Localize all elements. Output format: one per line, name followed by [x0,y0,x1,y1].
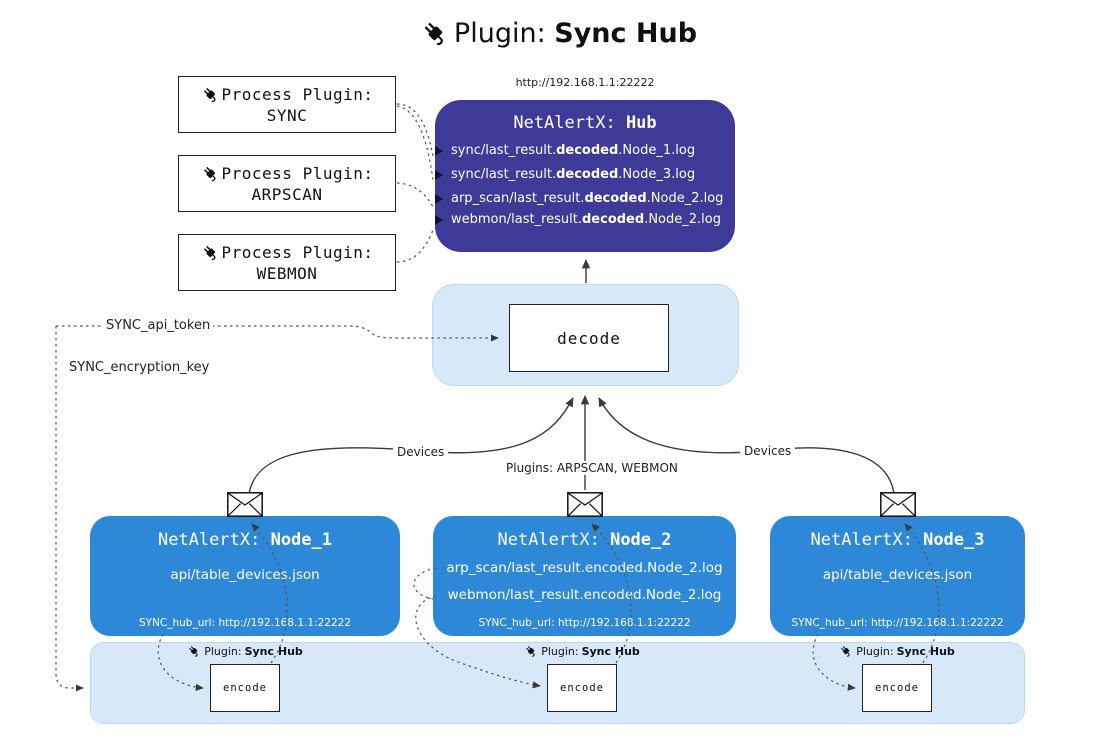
node-1-box: NetAlertX: Node_1 api/table_devices.json… [90,516,400,636]
node-title-name: Node_2 [610,530,672,550]
plug-icon [201,243,220,262]
encode-plugin-label: Plugin: Sync Hub [835,644,959,658]
encode-plugin-name: Sync Hub [581,644,640,658]
process-plugin-label: Process Plugin: [221,84,374,104]
log-text: webmon/last_result. [451,212,582,227]
plug-icon [201,85,220,104]
title-name: Sync Hub [554,18,698,49]
hub-log-line: sync/last_result.decoded.Node_1.log [435,142,735,160]
devices-label-left: Devices [393,445,449,459]
hub-log-line: webmon/last_result.decoded.Node_2.log [435,211,735,229]
node-hub-url: SYNC_hub_url: http://192.168.1.1:22222 [791,617,1004,629]
encode-plugin-name: Sync Hub [244,644,303,658]
process-plugin-name: ARPSCAN [251,184,323,204]
plug-icon [420,18,450,48]
log-bold: decoded [556,167,619,182]
encode-box: encode [547,664,617,712]
process-plugin-box-webmon: Process Plugin: WEBMON [178,234,396,291]
hub-title-prefix: NetAlertX: [513,113,626,133]
process-plugin-header: Process Plugin: [201,85,374,104]
node-file-line: api/table_devices.json [170,567,320,583]
plug-icon [187,644,201,658]
node-title-prefix: NetAlertX: [810,530,924,550]
encode-box: encode [862,664,932,712]
plug-icon [201,164,220,183]
hub-log-line: arp_scan/last_result.decoded.Node_2.log [435,190,735,208]
title-prefix: Plugin: [453,18,555,49]
log-text: sync/last_result. [451,143,557,158]
log-bold: decoded [556,143,619,158]
hub-title-name: Hub [625,113,657,133]
encode-plugin-label: Plugin: Sync Hub [520,644,644,658]
node-title-prefix: NetAlertX: [157,530,271,550]
encode-box: encode [210,664,280,712]
hub-box: NetAlertX: Hub sync/last_result.decoded.… [435,100,735,252]
process-plugin-box-arpscan: Process Plugin: ARPSCAN [178,155,396,212]
node-3-box: NetAlertX: Node_3 api/table_devices.json… [770,516,1025,636]
node-title: NetAlertX: Node_2 [433,530,736,550]
node-file-list: api/table_devices.json [770,566,1025,584]
arrow-right-icon [435,215,443,225]
log-text: .Node_2.log [644,212,721,227]
log-text: .Node_2.log [646,191,724,206]
process-plugin-header: Process Plugin: [201,243,374,262]
devices-label-right: Devices [740,444,796,458]
node-file-line: arp_scan/last_result.encoded.Node_2.log [446,560,723,576]
node-2-box: NetAlertX: Node_2 arp_scan/last_result.e… [433,516,736,636]
node-title-name: Node_3 [923,530,985,550]
arrow-right-icon [435,146,443,156]
hub-log-line: sync/last_result.decoded.Node_3.log [435,166,735,184]
encode-plugin-label: Plugin: Sync Hub [183,644,307,658]
encode-plugin-prefix: Plugin: [204,644,242,658]
process-plugin-name: WEBMON [256,263,318,283]
log-text: .Node_3.log [618,167,696,182]
process-plugin-label: Process Plugin: [221,163,374,183]
node-title: NetAlertX: Node_3 [770,530,1025,550]
node-hub-url: SYNC_hub_url: http://192.168.1.1:22222 [138,617,352,629]
envelope-icon [567,492,603,517]
hub-url: http://192.168.1.1:22222 [515,76,655,89]
node-title: NetAlertX: Node_1 [90,530,400,550]
process-plugin-box-sync: Process Plugin: SYNC [178,76,396,133]
hub-log-list: sync/last_result.decoded.Node_1.log sync… [435,142,735,229]
process-plugin-label: Process Plugin: [221,242,374,262]
process-plugin-header: Process Plugin: [201,164,374,183]
plug-icon [524,644,538,658]
envelope-icon [880,492,916,517]
encode-plugin-name: Sync Hub [896,644,955,658]
log-text: arp_scan/last_result. [451,191,585,206]
node-file-line: webmon/last_result.encoded.Node_2.log [447,587,722,603]
arrow-right-icon [435,170,443,180]
decode-panel: decode [432,284,739,386]
node-title-name: Node_1 [270,530,332,550]
process-plugin-name: SYNC [266,105,308,125]
plugins-label-center: Plugins: ARPSCAN, WEBMON [502,461,678,475]
node-file-list: arp_scan/last_result.encoded.Node_2.log … [433,559,736,604]
arrow-right-icon [435,194,443,204]
envelope-icon [227,492,263,517]
encode-plugin-prefix: Plugin: [541,644,579,658]
decode-box: decode [509,304,669,372]
encode-plugin-prefix: Plugin: [856,644,894,658]
node-file-line: api/table_devices.json [822,567,973,583]
sync-api-token-label: SYNC_api_token [103,318,214,333]
log-text: .Node_1.log [618,143,696,158]
node-file-list: api/table_devices.json [90,566,400,584]
log-bold: decoded [581,212,645,227]
hub-title: NetAlertX: Hub [435,113,735,133]
plug-icon [839,644,853,658]
node-hub-url: SYNC_hub_url: http://192.168.1.1:22222 [478,617,691,629]
log-text: sync/last_result. [451,167,557,182]
page-title: Plugin: Sync Hub [0,18,1117,49]
node-title-prefix: NetAlertX: [497,530,611,550]
sync-encryption-key-label: SYNC_encryption_key [66,360,213,375]
log-bold: decoded [584,191,647,206]
